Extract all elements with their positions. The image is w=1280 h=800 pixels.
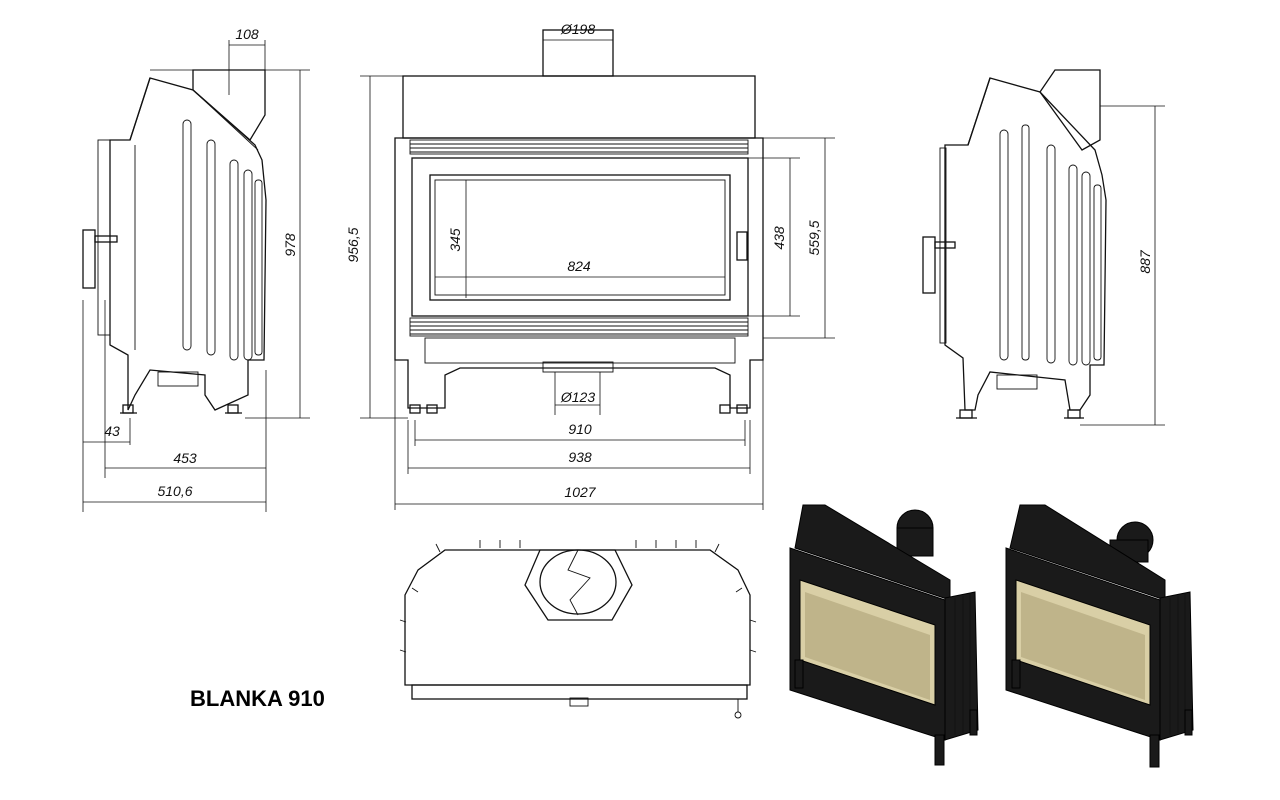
dim-flue-diameter: Ø198 — [560, 21, 595, 37]
render-right — [1005, 504, 1194, 768]
top-view — [399, 540, 757, 719]
model-title: BLANKA 910 — [190, 686, 325, 711]
dim-total-width: 1027 — [564, 484, 596, 500]
dim-air-inlet: Ø123 — [560, 389, 595, 405]
dim-body-depth: 453 — [173, 450, 197, 466]
dim-side-height: 978 — [282, 233, 298, 257]
front-view: Ø198 Ø123 956,5 345 824 — [345, 21, 835, 510]
dim-flue-width: 108 — [235, 26, 259, 42]
dim-total-depth: 510,6 — [157, 483, 192, 499]
dim-front-height: 956,5 — [345, 227, 361, 262]
dim-body-width: 938 — [568, 449, 592, 465]
dim-door-outer: 559,5 — [806, 220, 822, 255]
render-left — [789, 504, 979, 766]
dim-door-inner: 438 — [771, 226, 787, 250]
dim-glass-width: 824 — [567, 258, 591, 274]
dim-handle-depth: 43 — [104, 423, 120, 439]
dim-feet-span: 910 — [568, 421, 592, 437]
dim-side-height-alt: 887 — [1137, 249, 1153, 274]
side-view-left: 108 978 43 453 510,6 — [82, 26, 310, 512]
side-view-right: 887 — [922, 69, 1165, 426]
dim-glass-height: 345 — [447, 228, 463, 252]
